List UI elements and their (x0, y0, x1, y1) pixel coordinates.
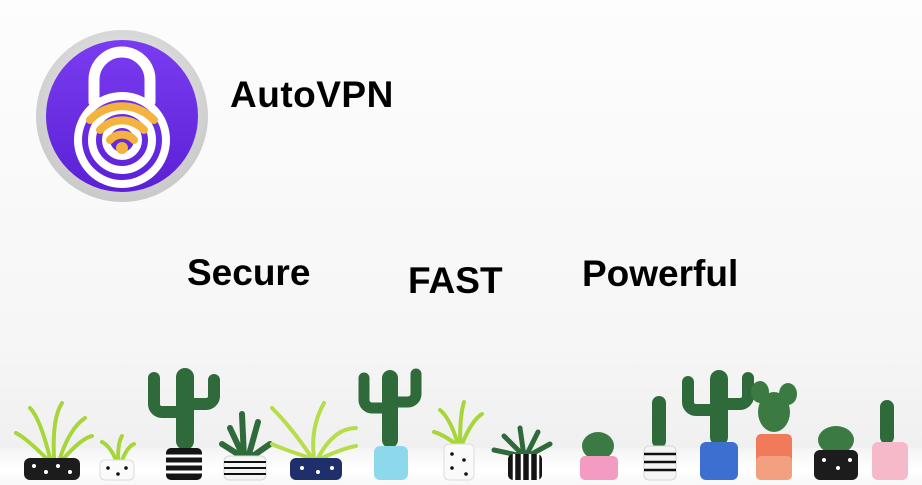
tagline-powerful: Powerful (582, 253, 739, 294)
plant-14 (872, 400, 908, 480)
plant-5 (270, 401, 358, 480)
plant-1 (14, 401, 94, 480)
plant-8 (491, 425, 553, 480)
app-title: AutoVPN (230, 74, 394, 115)
plant-2 (99, 434, 136, 481)
plant-10 (643, 396, 677, 481)
plant-9 (580, 432, 618, 480)
plant-7 (432, 400, 484, 481)
plant-11 (682, 370, 754, 480)
plant-6 (358, 368, 422, 480)
app-logo-icon (36, 30, 208, 202)
plant-13 (814, 426, 858, 480)
plant-3 (148, 368, 220, 480)
tagline-secure: Secure (187, 252, 311, 293)
tagline-fast: FAST (408, 260, 503, 301)
plant-4 (219, 411, 273, 481)
plant-12 (751, 381, 797, 480)
